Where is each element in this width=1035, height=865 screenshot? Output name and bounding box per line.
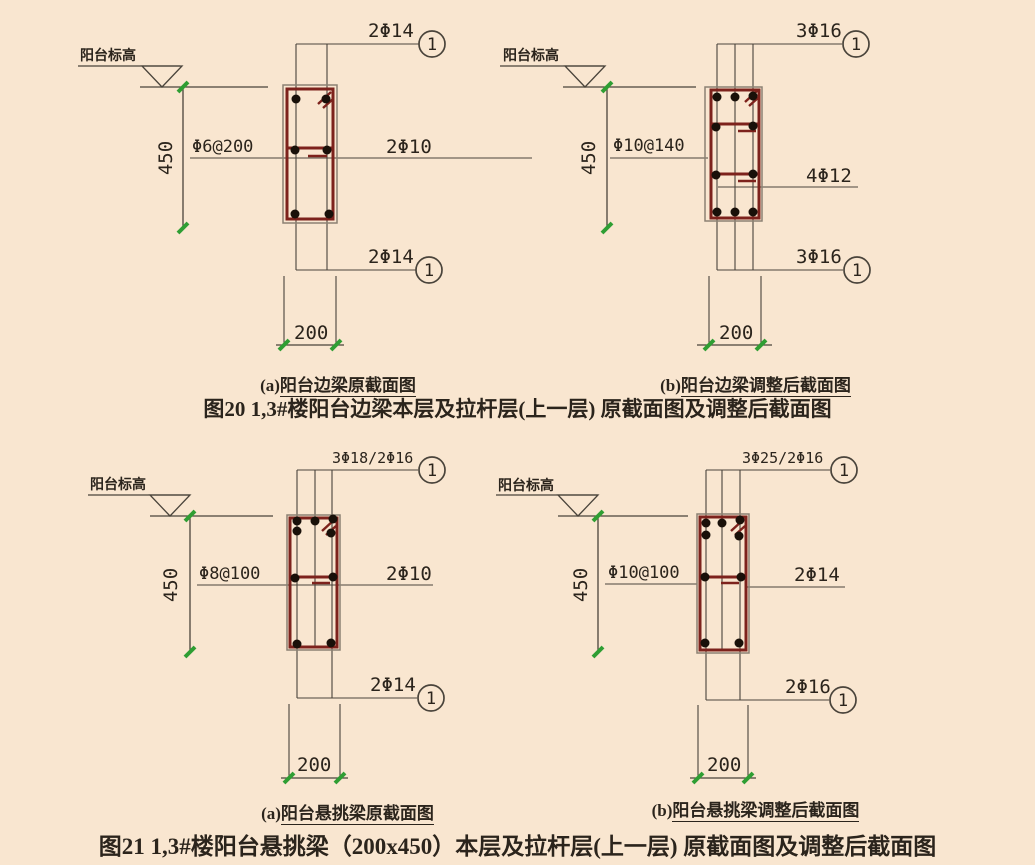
height-dimension — [600, 80, 614, 235]
caption-figure-21a: (a)阳台悬挑梁原截面图 — [240, 799, 455, 825]
beam-section — [286, 514, 341, 651]
caption-text: 阳台边梁调整后截面图 — [680, 376, 851, 397]
figure-20a: 阳台标高 450 Φ6@200 2Φ10 2Φ14 1 2Φ14 1 — [78, 20, 532, 352]
stirrup-label: Φ8@100 — [199, 564, 260, 584]
svg-text:1: 1 — [427, 461, 437, 481]
bottom-bars-label: 2Φ14 — [370, 674, 416, 696]
level-symbol — [500, 65, 696, 88]
svg-text:1: 1 — [851, 35, 861, 55]
caption-text: 阳台边梁原截面图 — [279, 376, 416, 397]
width-dim-label: 200 — [297, 754, 331, 776]
level-label: 阳台标高 — [503, 47, 559, 64]
stirrup-label: Φ10@100 — [608, 563, 680, 583]
level-label: 阳台标高 — [498, 477, 554, 494]
height-dimension — [183, 509, 197, 659]
width-dim-label: 200 — [707, 754, 741, 776]
width-dimension — [690, 705, 756, 785]
svg-text:1: 1 — [852, 261, 862, 281]
height-dim-label: 450 — [578, 141, 600, 175]
width-dimension — [697, 276, 772, 352]
detail-bubble-bottom: 1 — [415, 256, 443, 284]
beam-section — [282, 84, 338, 224]
caption-prefix: (b) — [651, 801, 673, 820]
caption-figure-21b: (b)阳台悬挑梁调整后截面图 — [633, 796, 878, 822]
svg-text:1: 1 — [427, 35, 437, 55]
middle-bars-label: 2Φ10 — [386, 136, 432, 158]
detail-bubble-top: 1 — [842, 30, 870, 58]
middle-bars-label: 2Φ14 — [794, 564, 840, 586]
top-bars-label: 3Φ16 — [796, 20, 842, 42]
top-bars-label: 2Φ14 — [368, 20, 414, 42]
level-label: 阳台标高 — [80, 47, 136, 64]
detail-bubble-bottom: 1 — [417, 684, 445, 712]
level-label: 阳台标高 — [90, 476, 146, 493]
figure-21b: 阳台标高 450 Φ10@100 2Φ14 3Φ25/2Φ16 1 2Φ16 1 — [496, 449, 858, 785]
svg-text:1: 1 — [839, 461, 849, 481]
svg-text:1: 1 — [838, 691, 848, 711]
level-symbol — [78, 65, 268, 88]
height-dim-label: 450 — [570, 568, 592, 602]
caption-text: 阳台悬挑梁调整后截面图 — [672, 801, 860, 822]
svg-text:1: 1 — [426, 689, 436, 709]
caption-prefix: (a) — [261, 804, 281, 823]
detail-bubble-bottom: 1 — [843, 256, 871, 284]
width-dimension — [281, 704, 348, 785]
top-bars-label: 3Φ18/2Φ16 — [332, 449, 413, 467]
height-dimension — [591, 509, 605, 659]
top-bars-leader — [705, 469, 830, 700]
detail-bubble-top: 1 — [418, 456, 446, 484]
width-dim-label: 200 — [719, 322, 753, 344]
top-bars-leader — [716, 43, 842, 270]
figure-20b: 阳台标高 450 Φ10@140 4Φ12 3Φ16 1 3Φ16 1 — [500, 20, 871, 352]
figure-21a: 阳台标高 450 Φ8@100 2Φ10 3Φ18/2Φ16 1 2Φ14 1 — [88, 449, 446, 785]
stirrup-label: Φ10@140 — [613, 136, 685, 156]
detail-bubble-bottom: 1 — [829, 686, 857, 714]
middle-bars-label: 2Φ10 — [386, 563, 432, 585]
caption-prefix: (b) — [660, 376, 681, 395]
height-dim-label: 450 — [155, 141, 177, 175]
stirrup-label: Φ6@200 — [192, 137, 253, 157]
beam-section — [696, 513, 750, 654]
beam-section — [704, 86, 763, 222]
top-bars-label: 3Φ25/2Φ16 — [742, 449, 823, 467]
height-dim-label: 450 — [160, 568, 182, 602]
bottom-bars-label: 3Φ16 — [796, 246, 842, 268]
detail-bubble-top: 1 — [418, 30, 446, 58]
top-bars-leader — [296, 469, 418, 698]
caption-prefix: (a) — [260, 376, 280, 395]
detail-bubble-top: 1 — [830, 456, 858, 484]
bottom-bars-label: 2Φ14 — [368, 246, 414, 268]
svg-text:1: 1 — [424, 261, 434, 281]
width-dim-label: 200 — [294, 322, 328, 344]
width-dimension — [276, 276, 344, 352]
figure-20-title: 图20 1,3#楼阳台边梁本层及拉杆层(上一层) 原截面图及调整后截面图 — [203, 397, 832, 421]
caption-text: 阳台悬挑梁原截面图 — [280, 804, 434, 825]
height-dimension — [176, 80, 190, 235]
figure-21-title: 图21 1,3#楼阳台悬挑梁（200x450）本层及拉杆层(上一层) 原截面图及… — [98, 834, 937, 859]
level-symbol — [496, 494, 688, 517]
caption-figure-20b: (b)阳台边梁调整后截面图 — [638, 371, 873, 397]
bottom-bars-label: 2Φ16 — [785, 676, 831, 698]
level-symbol — [88, 494, 273, 517]
caption-figure-20a: (a)阳台边梁原截面图 — [238, 371, 438, 397]
middle-bars-label: 4Φ12 — [806, 165, 852, 187]
